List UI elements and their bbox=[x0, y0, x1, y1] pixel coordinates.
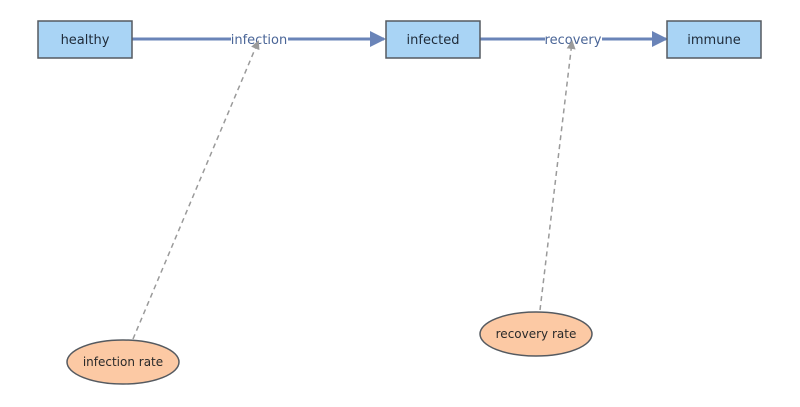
link-recovery-rate-to-recovery[interactable] bbox=[539, 40, 576, 311]
flow-recovery-label-background bbox=[545, 31, 602, 47]
auxiliary-recovery-rate-shape bbox=[479, 311, 593, 357]
link-infection-rate-to-infection[interactable] bbox=[132, 40, 260, 340]
stock-infected-box bbox=[385, 20, 481, 59]
flow-recovery-label: recovery bbox=[545, 33, 602, 48]
stock-healthy-label: healthy bbox=[61, 33, 110, 48]
stock-healthy-box bbox=[37, 20, 133, 59]
stock-infected[interactable]: infected bbox=[385, 20, 481, 59]
flow-infection-label-background bbox=[231, 31, 288, 47]
auxiliary-recovery-rate-label: recovery rate bbox=[496, 327, 577, 341]
stock-infected-label: infected bbox=[407, 33, 460, 48]
auxiliary-infection-rate-shape bbox=[66, 339, 180, 385]
flow-infection-label: infection bbox=[231, 33, 287, 48]
auxiliary-infection-rate[interactable]: infection rate bbox=[66, 339, 180, 385]
stock-healthy[interactable]: healthy bbox=[37, 20, 133, 59]
auxiliary-recovery-rate[interactable]: recovery rate bbox=[479, 311, 593, 357]
flow-infection[interactable]: infection bbox=[132, 31, 386, 48]
stock-immune-box bbox=[666, 20, 762, 59]
flow-recovery[interactable]: recovery bbox=[480, 31, 668, 48]
stock-immune-label: immune bbox=[687, 33, 740, 48]
stock-immune[interactable]: immune bbox=[666, 20, 762, 59]
auxiliary-infection-rate-label: infection rate bbox=[83, 355, 163, 369]
